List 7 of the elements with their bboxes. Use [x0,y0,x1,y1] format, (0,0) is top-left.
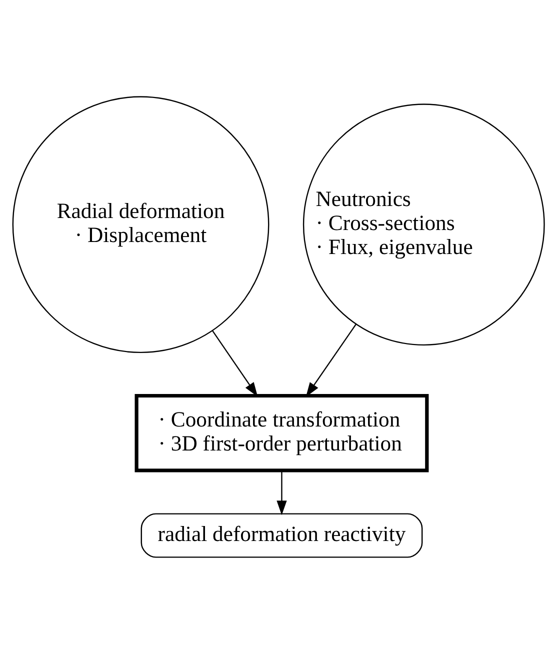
node-box: radial deformation reactivity [140,512,423,558]
arrow [212,330,258,396]
arrow [276,470,287,515]
node-circle: Neutronics · Cross-sections · Flux, eigenvalue [302,103,545,346]
arrow [306,323,357,396]
node-box: · Coordinate transformation · 3D first-order perturbation [134,393,429,472]
node-circle: Radial deformation · Displacement [12,96,270,353]
